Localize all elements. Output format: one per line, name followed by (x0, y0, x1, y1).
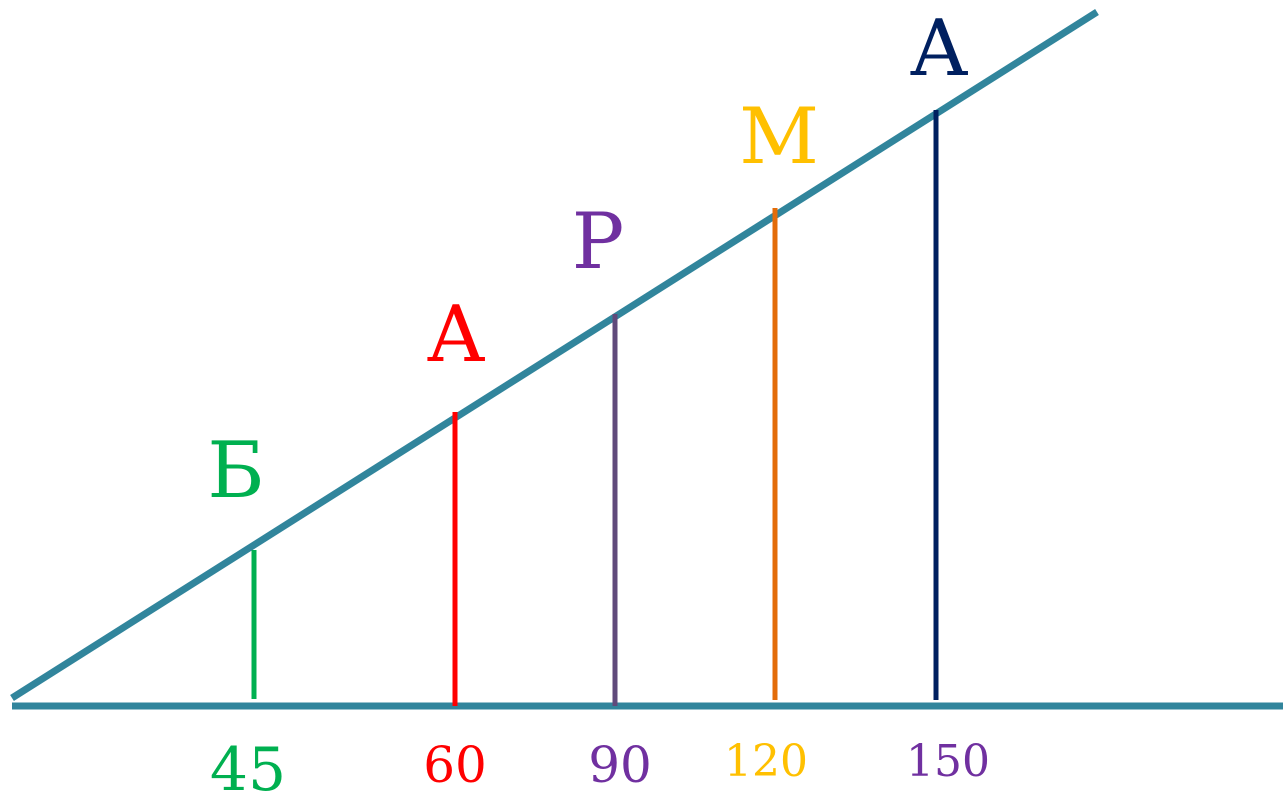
marker-group: Р 90 (572, 197, 652, 794)
top-letter: Р (572, 197, 624, 287)
top-letter: А (909, 4, 968, 94)
marker-group: А 60 (423, 290, 487, 794)
marker-group: А 150 (906, 4, 990, 787)
slant-line (10, 9, 1099, 701)
bottom-value-label: 150 (906, 736, 990, 787)
top-letter: Б (207, 426, 264, 516)
marker-group: М 120 (724, 92, 819, 787)
bottom-value-label: 90 (588, 736, 652, 794)
bottom-value-label: 60 (423, 736, 487, 794)
top-letter: М (739, 92, 819, 182)
marker-group: Б 45 (207, 426, 286, 798)
bottom-value-label: 120 (724, 736, 808, 787)
top-letter: А (426, 290, 485, 380)
bottom-value-label: 45 (210, 735, 286, 798)
